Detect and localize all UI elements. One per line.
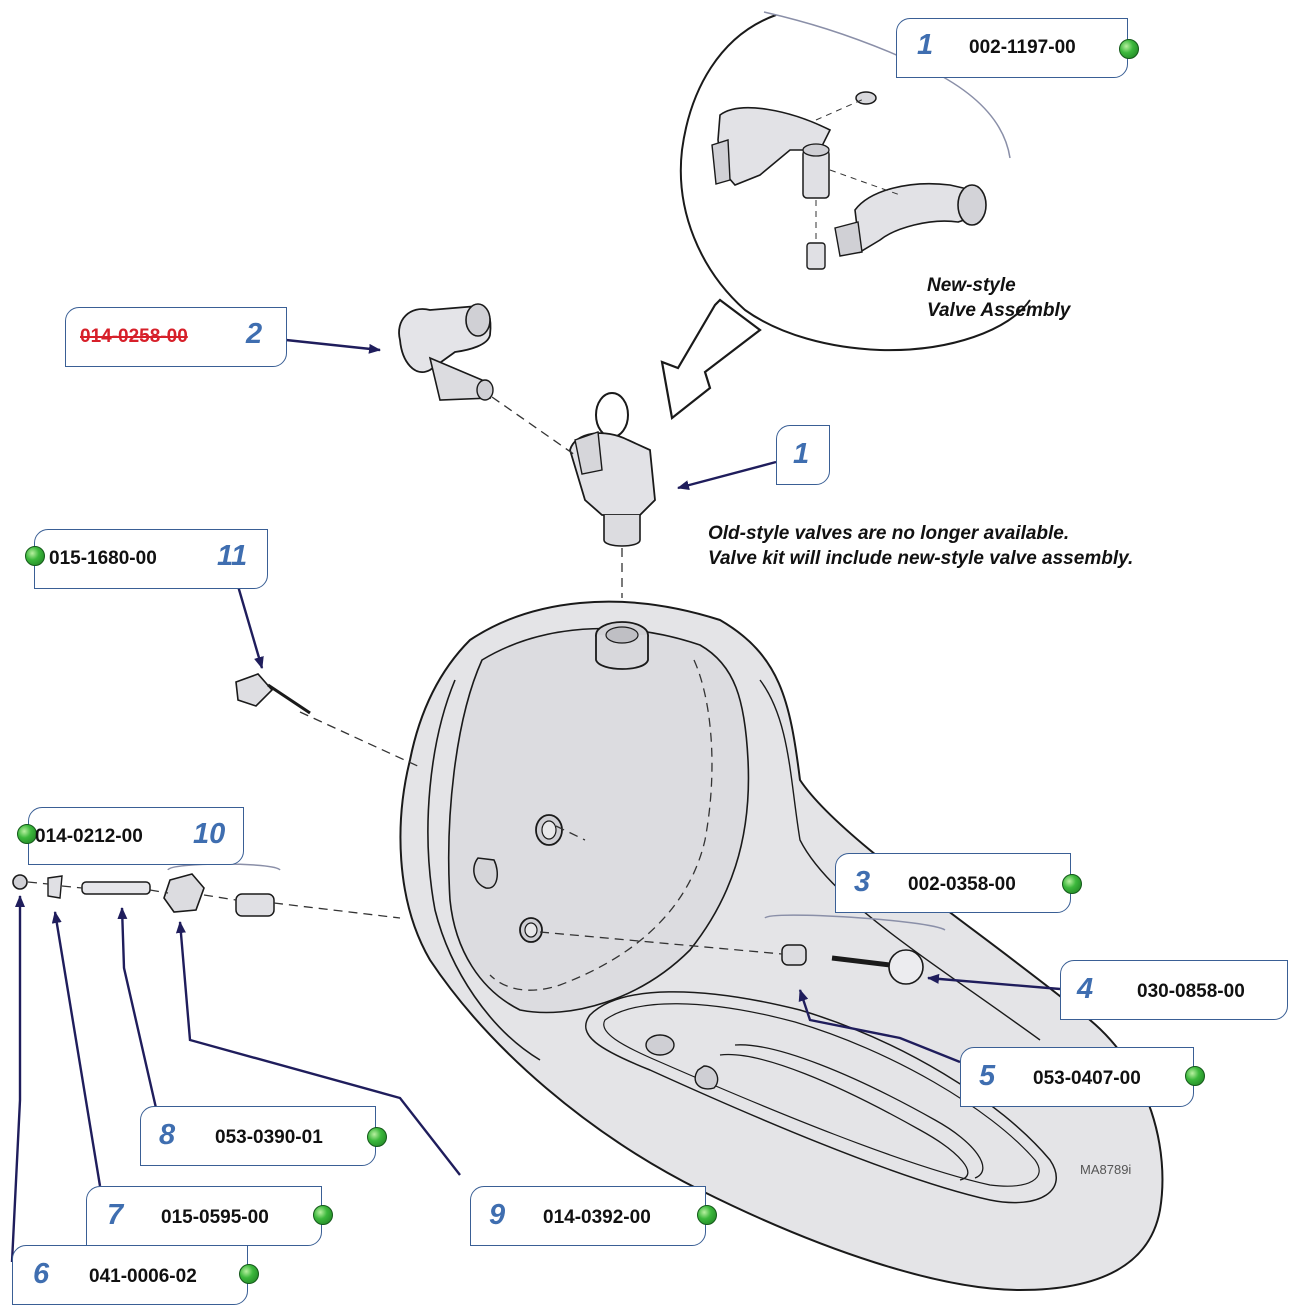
elbow-fitting [398, 303, 494, 401]
available-indicator-icon [1062, 874, 1082, 894]
callout-item-10: 014-0212-00 10 [17, 807, 244, 865]
part-number: 053-0390-01 [215, 1127, 323, 1148]
available-indicator-icon [25, 546, 45, 566]
anode-assembly [764, 914, 946, 985]
inset-label-line-2: Valve Assembly [927, 300, 1071, 321]
callout-item-9: 9 014-0392-00 [470, 1186, 717, 1246]
part-number: 015-1680-00 [49, 548, 157, 569]
tank-body [399, 600, 1164, 1292]
part-number: 053-0407-00 [1033, 1068, 1141, 1089]
part-number: 002-1197-00 [969, 37, 1076, 58]
inset-label-line-1: New-style [927, 275, 1016, 296]
callout-item-1-kit: 1 002-1197-00 [896, 18, 1139, 78]
callout-number: 11 [217, 540, 248, 572]
available-indicator-icon [697, 1205, 717, 1225]
callout-item-8: 8 053-0390-01 [140, 1106, 387, 1166]
drawing-id: MA8789i [1080, 1162, 1132, 1177]
callout-item-4: 4 030-0858-00 [1060, 960, 1288, 1020]
drain-fittings [12, 863, 281, 917]
inset-label: New-style Valve Assembly [927, 273, 1070, 323]
callout-number: 8 [159, 1119, 176, 1151]
callout-number: 2 [246, 318, 263, 350]
callout-item-6: 6 041-0006-02 [12, 1245, 259, 1305]
callout-number: 1 [793, 438, 810, 470]
available-indicator-icon [1185, 1066, 1205, 1086]
callout-item-1: 1 [776, 425, 830, 485]
available-indicator-icon [313, 1205, 333, 1225]
callout-number: 10 [193, 818, 226, 850]
callout-number: 9 [489, 1199, 506, 1231]
callout-number: 3 [854, 866, 871, 898]
part-number: 041-0006-02 [89, 1266, 197, 1287]
part-number: 002-0358-00 [908, 874, 1016, 895]
callout-number: 1 [917, 29, 934, 61]
available-indicator-icon [1119, 39, 1139, 59]
part-number: 030-0858-00 [1137, 981, 1245, 1002]
available-indicator-icon [367, 1127, 387, 1147]
availability-note-line-1: Old-style valves are no longer available… [708, 523, 1070, 544]
callout-number: 4 [1077, 973, 1094, 1005]
part-number-obsolete: 014-0258-00 [80, 326, 188, 347]
availability-note: Old-style valves are no longer available… [708, 521, 1133, 571]
callout-item-11: 015-1680-00 11 [25, 529, 268, 589]
part-number: 015-0595-00 [161, 1207, 269, 1228]
callout-item-3: 3 002-0358-00 [835, 853, 1082, 913]
temperature-sensor [235, 673, 311, 715]
available-indicator-icon [17, 824, 37, 844]
callout-item-7: 7 015-0595-00 [86, 1186, 333, 1246]
available-indicator-icon [239, 1264, 259, 1284]
callout-number: 5 [979, 1060, 996, 1092]
availability-note-line-2: Valve kit will include new-style valve a… [708, 548, 1134, 569]
assembly-lines [27, 396, 783, 955]
part-number: 014-0212-00 [35, 826, 143, 847]
callout-item-5: 5 053-0407-00 [960, 1047, 1205, 1107]
leader-lines [10, 338, 1061, 1263]
inset-bubble [660, 11, 1031, 421]
callout-item-2: 014-0258-00 2 [65, 307, 287, 367]
part-number: 014-0392-00 [543, 1207, 651, 1228]
callout-number: 7 [107, 1199, 124, 1231]
relief-valve [569, 392, 656, 547]
callout-number: 6 [33, 1258, 50, 1290]
